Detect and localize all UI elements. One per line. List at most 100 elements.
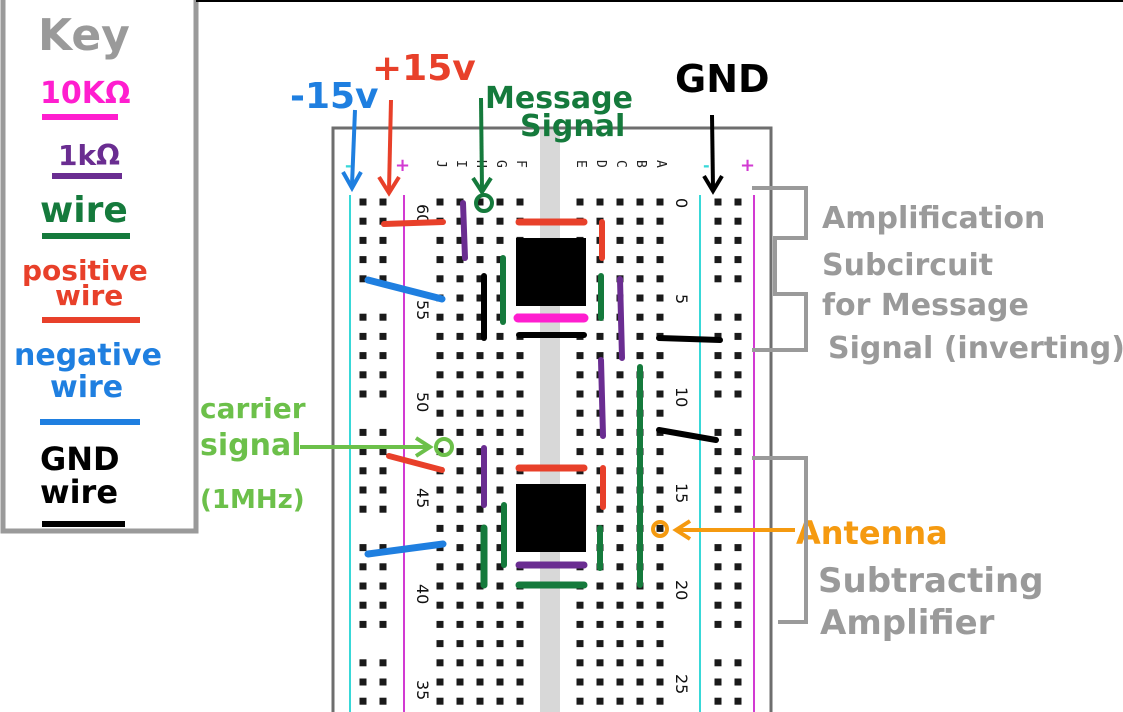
breadboard-hole [596, 352, 604, 360]
pos-supply-label: +15v [372, 48, 476, 89]
breadboard-hole [636, 236, 644, 244]
breadboard-hole [734, 678, 742, 686]
breadboard-hole [576, 390, 584, 398]
subtracting-label-2: Amplifier [820, 603, 995, 643]
breadboard-hole [436, 236, 444, 244]
breadboard-hole [476, 563, 484, 571]
breadboard-hole [616, 620, 624, 628]
breadboard-hole [476, 467, 484, 475]
breadboard-hole [476, 601, 484, 609]
breadboard-hole [576, 697, 584, 705]
breadboard-hole [476, 659, 484, 667]
breadboard-hole [436, 620, 444, 628]
antenna-annotation: Antenna [672, 514, 948, 552]
breadboard-hole [456, 236, 464, 244]
breadboard-hole [436, 428, 444, 436]
carrier-signal-label-3: (1MHz) [200, 485, 305, 515]
breadboard-hole [714, 467, 722, 475]
col-letter-a: A [653, 160, 668, 168]
ic-chip-bottom [516, 484, 586, 552]
resistor-1k-1 [460, 200, 468, 261]
col-letter-i: I [453, 160, 468, 168]
breadboard-hole [656, 371, 664, 379]
breadboard-hole [516, 620, 524, 628]
breadboard-hole [656, 275, 664, 283]
breadboard-hole [456, 486, 464, 494]
breadboard-hole [456, 409, 464, 417]
breadboard-hole [576, 640, 584, 648]
antenna-label: Antenna [796, 514, 948, 552]
breadboard-hole [476, 294, 484, 302]
breadboard-hole [734, 448, 742, 456]
breadboard-hole [714, 428, 722, 436]
row-num-5: 5 [672, 294, 691, 304]
breadboard-hole [379, 236, 387, 244]
breadboard-hole [734, 601, 742, 609]
resistor-1k-3 [598, 357, 606, 439]
breadboard-hole [616, 428, 624, 436]
breadboard-hole [656, 524, 664, 532]
breadboard-hole [714, 659, 722, 667]
breadboard-hole [516, 678, 524, 686]
breadboard-hole [636, 659, 644, 667]
breadboard-hole [359, 697, 367, 705]
message-signal-arrowhead [471, 176, 493, 196]
breadboard-hole [456, 371, 464, 379]
carrier-signal-annotation: carrier signal (1MHz) [200, 392, 434, 515]
breadboard-hole [616, 217, 624, 225]
breadboard-hole [476, 275, 484, 283]
breadboard-hole [436, 371, 444, 379]
antenna-arrowhead [672, 519, 692, 541]
breadboard-hole [734, 582, 742, 590]
pos-supply-arrow-shaft [387, 99, 393, 191]
breadboard-hole [714, 275, 722, 283]
ic-chip-top [516, 238, 586, 306]
breadboard-hole [359, 601, 367, 609]
breadboard-hole [456, 467, 464, 475]
breadboard-hole [436, 697, 444, 705]
key-wire-label: wire [40, 190, 128, 231]
breadboard-hole [636, 601, 644, 609]
breadboard-hole [476, 256, 484, 264]
gnd-arrow-shaft [710, 114, 715, 189]
breadboard-hole [476, 390, 484, 398]
breadboard-hole [714, 371, 722, 379]
breadboard-hole [656, 409, 664, 417]
breadboard-hole [596, 505, 604, 513]
wire-red-4 [386, 453, 445, 473]
breadboard-hole [359, 678, 367, 686]
breadboard-hole [656, 236, 664, 244]
rail-sign-minus-left: - [345, 156, 352, 175]
key-1k-label: 1kΩ [58, 139, 120, 172]
breadboard-hole [359, 371, 367, 379]
breadboard-hole [636, 640, 644, 648]
breadboard-hole [714, 313, 722, 321]
breadboard-hole [734, 563, 742, 571]
message-signal-point [474, 193, 494, 213]
breadboard-hole [516, 390, 524, 398]
breadboard-hole [714, 236, 722, 244]
breadboard-hole [734, 467, 742, 475]
breadboard-hole [734, 256, 742, 264]
breadboard-hole [359, 217, 367, 225]
components [364, 200, 723, 589]
breadboard-hole [576, 601, 584, 609]
breadboard-hole [636, 678, 644, 686]
breadboard-hole [379, 352, 387, 360]
breadboard-hole [576, 409, 584, 417]
breadboard-hole [616, 524, 624, 532]
key-panel: Key 10KΩ 1kΩ wire positive wire negative… [0, 0, 199, 534]
breadboard-hole [436, 582, 444, 590]
breadboard-hole [359, 544, 367, 552]
breadboard-hole [656, 313, 664, 321]
breadboard-hole [379, 256, 387, 264]
breadboard-hole [656, 390, 664, 398]
breadboard-hole [359, 486, 367, 494]
breadboard-hole [436, 198, 444, 206]
breadboard-hole [576, 198, 584, 206]
breadboard-hole [476, 697, 484, 705]
breadboard-hole [359, 352, 367, 360]
breadboard-hole [636, 352, 644, 360]
breadboard-hole [616, 505, 624, 513]
breadboard-hole [596, 332, 604, 340]
